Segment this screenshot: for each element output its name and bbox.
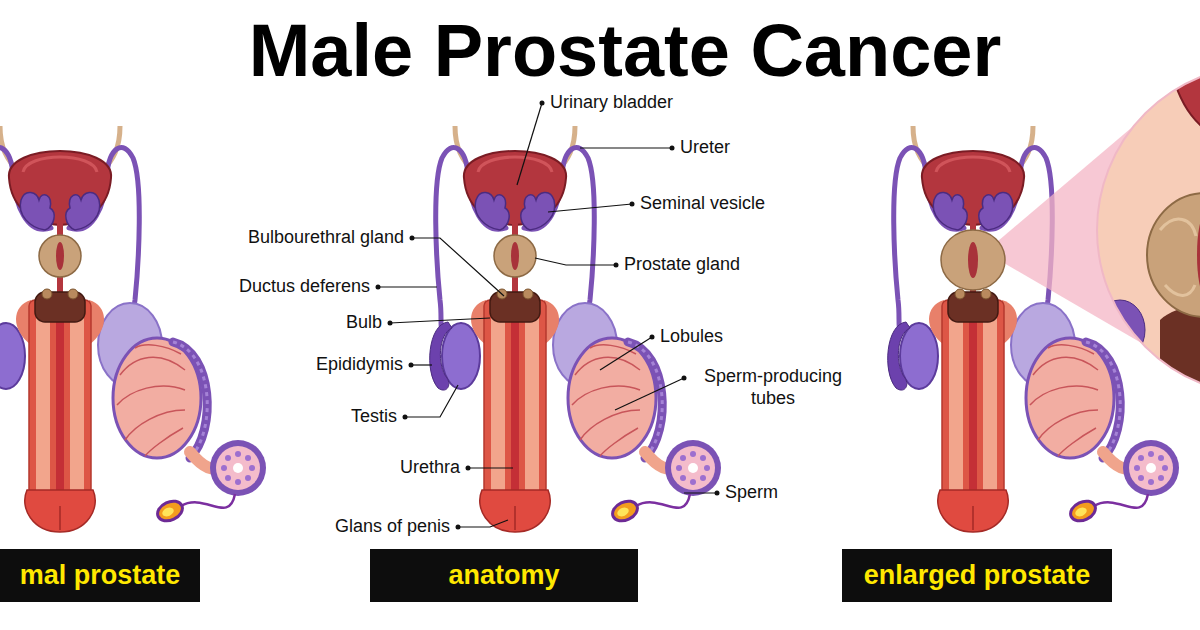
band-text: mal prostate [20,561,181,591]
illustration-part [517,103,542,185]
illustration-part [535,258,616,265]
part-label-box: Prostate gland [624,254,740,276]
part-label-box: Lobules [660,326,723,348]
illustration-part [1095,300,1145,360]
illustration-part [456,525,461,530]
title-box: Male Prostate Cancer [225,14,1025,88]
part-label-box: Glans of penis [335,516,450,538]
illustration-part [1165,285,1195,296]
illustration-part [458,520,508,527]
illustration-part [466,466,471,471]
part-label-box: Ductus deferens [239,276,370,298]
illustration-part [600,337,652,370]
part-label: Testis [351,406,397,426]
band-text: anatomy [448,561,559,591]
part-label-box: Seminal vesicle [640,193,765,215]
part-label-box: Sperm [725,482,778,504]
caption-band: enlarged prostate [842,549,1112,602]
part-label: Urethra [400,457,460,477]
part-label: Seminal vesicle [640,193,765,213]
illustration-part [468,467,513,468]
illustration-part [56,242,64,270]
part-label: Epididymis [316,354,403,374]
illustration-part [1090,60,1200,400]
illustration-part [1147,193,1200,317]
illustration-part [1170,60,1200,152]
part-label: Sperm [725,482,778,502]
illustration-part [390,318,490,323]
zoom-outline [1097,65,1200,395]
part-label-box: Ureter [680,137,730,159]
illustration-part [548,204,632,212]
illustration-part [682,376,687,381]
part-label: Lobules [660,326,723,346]
prostate-normal-left [39,235,81,277]
illustration-part [39,235,81,277]
part-label: Urinary bladder [550,92,673,112]
part-label-box: Sperm-producing tubes [688,366,858,409]
illustration-part [941,230,1005,290]
illustration-part [376,285,381,290]
zoom-circle [1090,60,1200,400]
illustration-part [388,321,393,326]
part-label: Bulbourethral gland [248,227,404,247]
illustration-part [580,147,672,148]
illustration-part [968,242,978,278]
illustration-part [409,363,414,368]
illustration-part [670,146,675,151]
illustration-part [405,385,458,417]
illustration-part [411,364,432,365]
illustration-part [630,202,635,207]
illustration-part [511,242,519,270]
prostate-normal [494,235,536,277]
part-label-box: Urinary bladder [550,92,673,114]
caption-band: anatomy [370,549,638,602]
illustration-part [715,491,720,496]
illustration-part [614,263,619,268]
leader-dots [376,101,720,530]
illustration-part [410,236,415,241]
illustration-part [1160,306,1200,400]
band-text: enlarged prostate [864,561,1091,591]
part-label-box: Epididymis [316,354,403,376]
part-label-box: Bulbourethral gland [248,227,404,249]
illustration-part [1160,219,1196,236]
part-label: Ureter [680,137,730,157]
caption-band: mal prostate [0,549,200,602]
diagram-title: Male Prostate Cancer [249,9,1002,92]
prostate-enlarged [941,230,1005,290]
part-label-box: Testis [351,406,397,428]
illustration-part [684,492,717,493]
part-label-box: Bulb [346,312,382,334]
illustration-part [494,235,536,277]
normal-figure [0,126,266,532]
leader-lines [378,103,717,527]
part-label: Bulb [346,312,382,332]
part-label: Glans of penis [335,516,450,536]
illustration-part [650,335,655,340]
part-label: Sperm-producing tubes [704,366,842,408]
illustration-part [378,286,437,287]
illustration-part [540,101,545,106]
part-label-box: Urethra [400,457,460,479]
part-label: Ductus deferens [239,276,370,296]
illustration-part [615,378,684,410]
illustration-part [1197,215,1200,295]
illustration-part [403,415,408,420]
part-label: Prostate gland [624,254,740,274]
